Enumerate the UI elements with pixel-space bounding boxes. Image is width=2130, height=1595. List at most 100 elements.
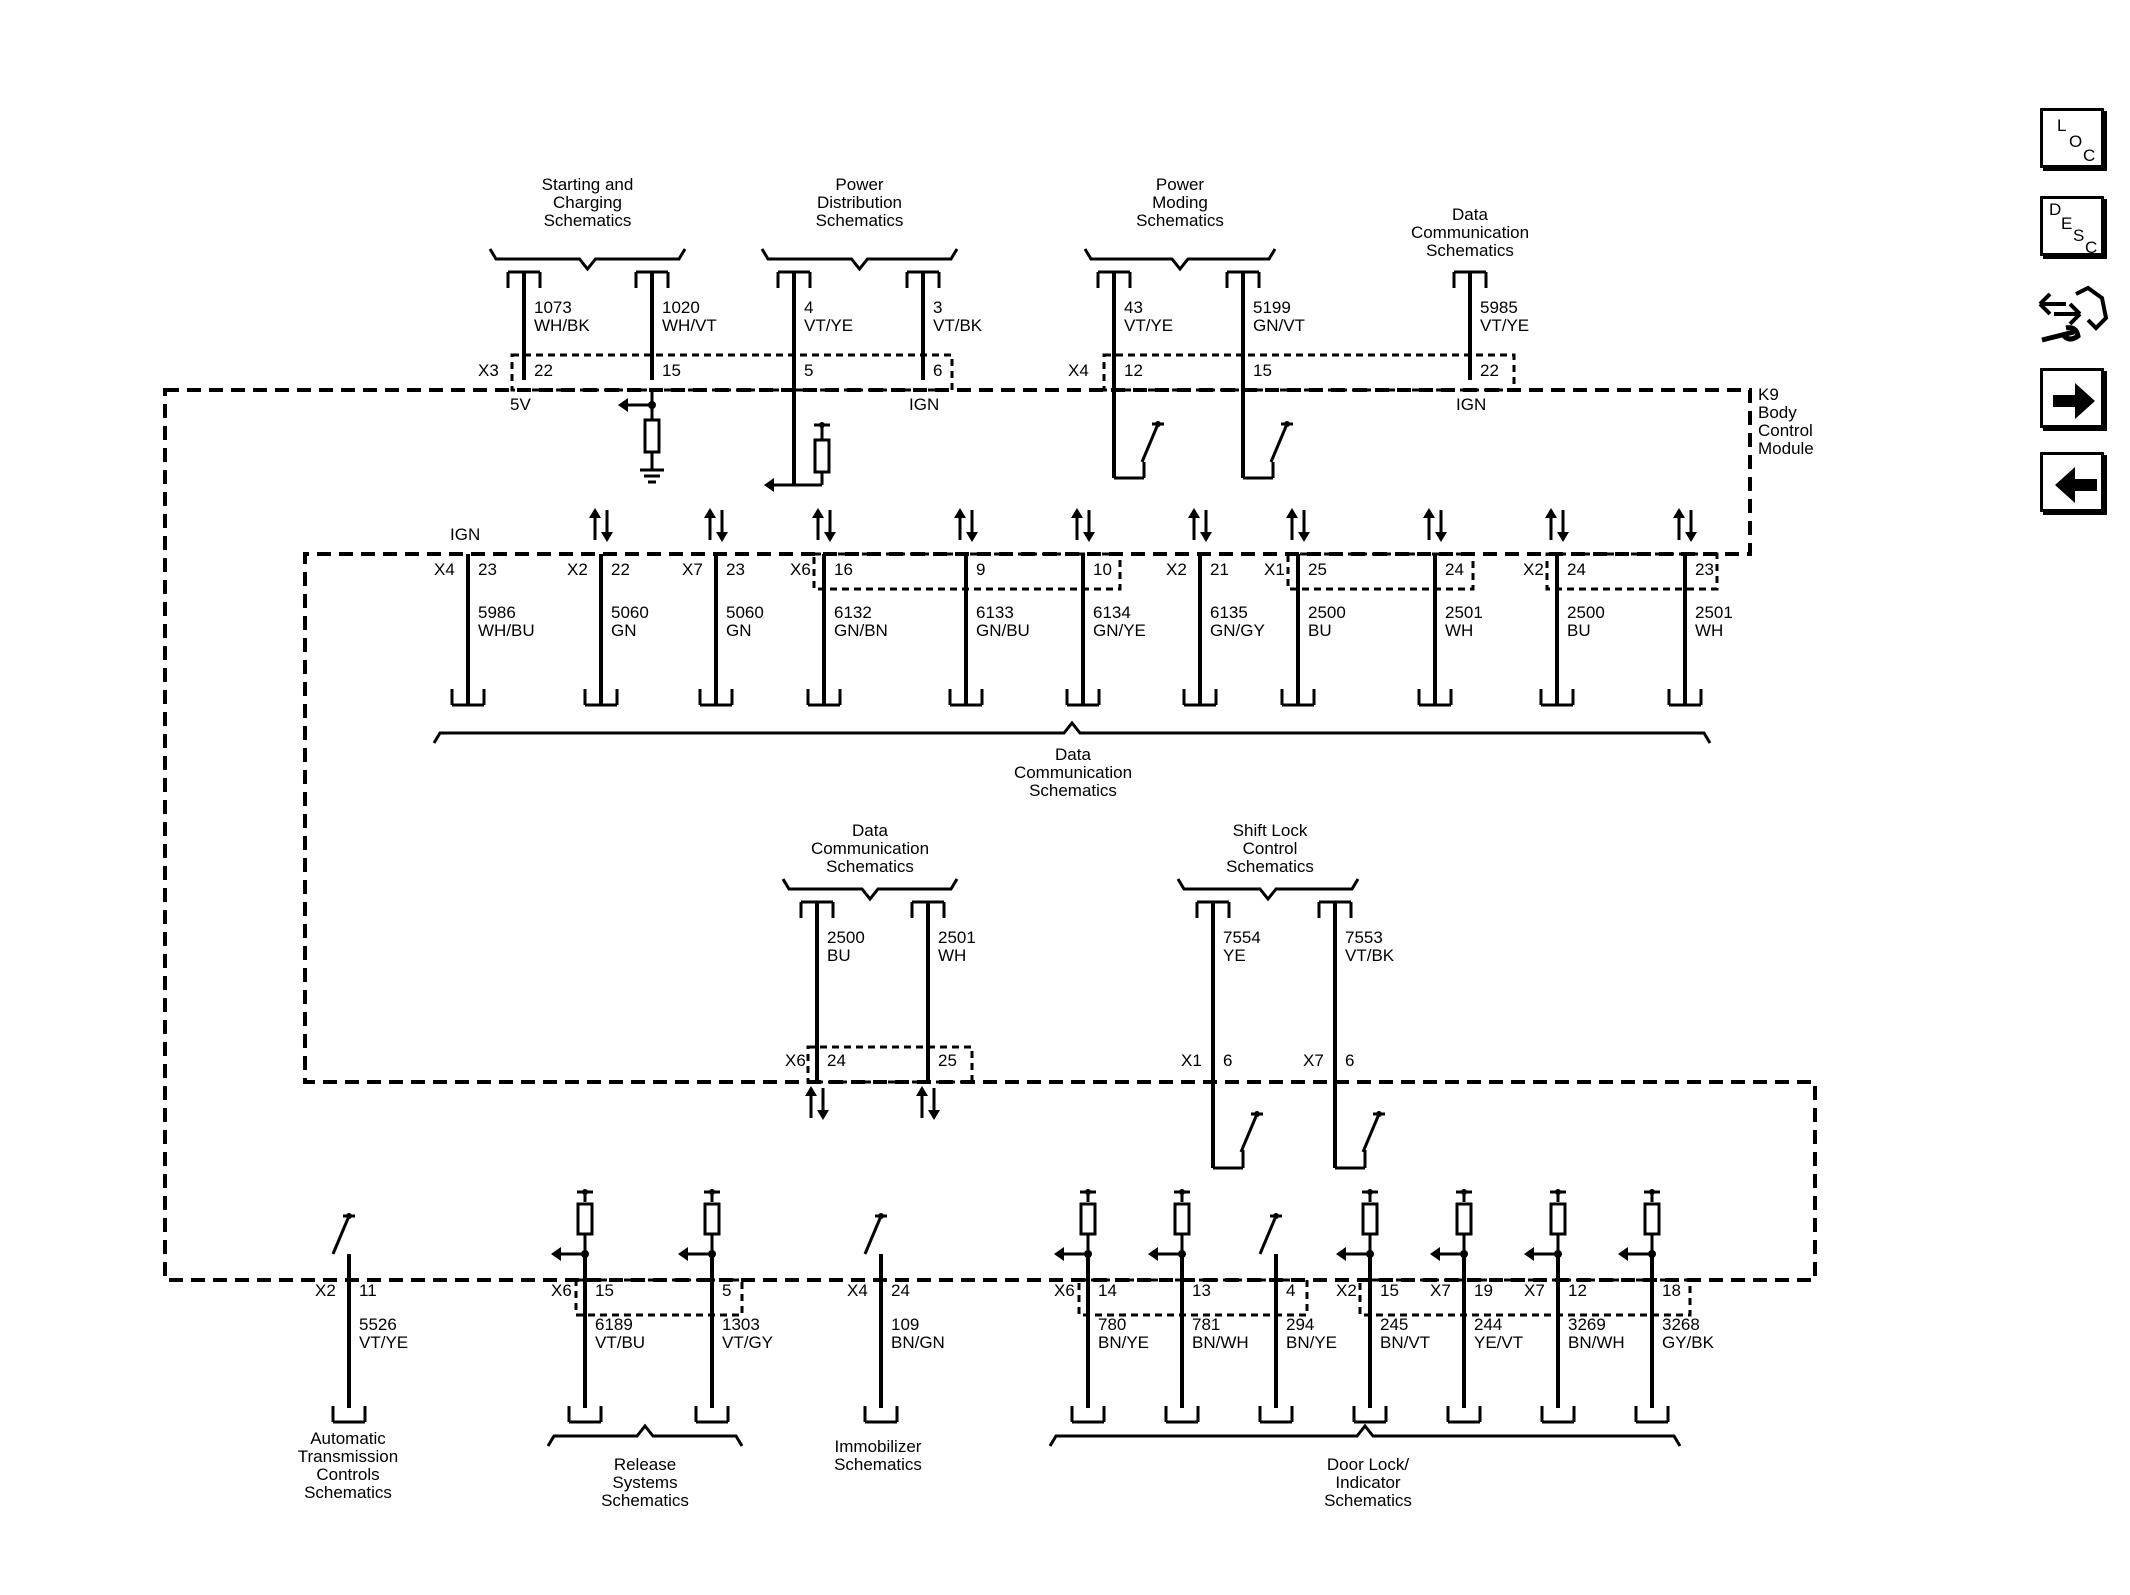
connector-id: X2: [567, 560, 588, 579]
group-title-immobilizer: Schematics: [834, 1455, 922, 1474]
group-title-autotrans: Automatic: [310, 1429, 386, 1448]
pin-number: 23: [478, 560, 497, 579]
wire-color: BN/GN: [891, 1333, 945, 1352]
group-title-datacomm_top: Schematics: [1426, 241, 1514, 260]
arrow-right-icon: [2053, 383, 2095, 419]
group-title-starting: Schematics: [544, 211, 632, 230]
data-arrow-down-head: [1435, 532, 1447, 542]
connector-cavity: [1539, 689, 1575, 707]
resistor: [1361, 1202, 1379, 1236]
back-button[interactable]: [2040, 452, 2104, 512]
connector-cavity: [1540, 1406, 1576, 1424]
data-arrow-down-head: [1298, 532, 1310, 542]
group-title-powerdist: Power: [835, 175, 884, 194]
pin-number: 10: [1093, 560, 1112, 579]
wire-color: GN/BN: [834, 621, 888, 640]
circuit-number: 780: [1098, 1315, 1126, 1334]
wire-color: GY/BK: [1662, 1333, 1715, 1352]
loc-letter-o: O: [2069, 132, 2082, 151]
data-arrow-down-head: [1083, 532, 1095, 542]
data-arrow-down-head: [966, 532, 978, 542]
desc-letter-e: E: [2061, 214, 2072, 233]
data-arrow-down-head: [824, 532, 836, 542]
wire-color: VT/YE: [1480, 316, 1529, 335]
group-title-shiftlock: Control: [1243, 839, 1298, 858]
voltage-node: [1367, 1189, 1373, 1195]
data-arrow-up-head: [954, 508, 966, 518]
pin-number: 24: [1567, 560, 1586, 579]
circuit-number: 5986: [478, 603, 516, 622]
connector-id: X6: [785, 1051, 806, 1070]
circuit-number: 2500: [1567, 603, 1605, 622]
circuit-number: 109: [891, 1315, 919, 1334]
module-label: Control: [1758, 421, 1813, 440]
signal-arrow-head: [764, 478, 774, 492]
loc-letter-l: L: [2057, 116, 2066, 135]
circuit-number: 1073: [534, 298, 572, 317]
connector-id: X6: [790, 560, 811, 579]
module-label: Module: [1758, 439, 1814, 458]
pin-number: 6: [1345, 1051, 1354, 1070]
pin-number: 23: [1695, 560, 1714, 579]
desc-letter-c: C: [2085, 238, 2097, 257]
circuit-number: 6189: [595, 1315, 633, 1334]
switch-blade: [1258, 1215, 1278, 1255]
location-button[interactable]: L O C: [2040, 108, 2104, 168]
connector-id: X3: [478, 361, 499, 380]
pin-number: 21: [1210, 560, 1229, 579]
connector-id: X2: [1336, 1281, 1357, 1300]
forward-button[interactable]: [2040, 368, 2104, 428]
connector-tools-icon[interactable]: [2036, 284, 2110, 350]
connector-id: X2: [315, 1281, 336, 1300]
group-title-starting: Charging: [553, 193, 622, 212]
signal-arrow-head: [1430, 1247, 1440, 1261]
data-arrow-up-head: [1071, 508, 1083, 518]
connector-cavity: [806, 689, 842, 707]
circuit-number: 2501: [938, 928, 976, 947]
wire-color: GN: [611, 621, 637, 640]
circuit-number: 3: [933, 298, 942, 317]
connector-id: X4: [847, 1281, 868, 1300]
group-title-powerdist: Distribution: [817, 193, 902, 212]
wire-color: GN/VT: [1253, 316, 1305, 335]
wire-color: GN/GY: [1210, 621, 1265, 640]
pin-number: 25: [1308, 560, 1327, 579]
signal-arrow-head: [1336, 1247, 1346, 1261]
wire-color: BU: [1308, 621, 1332, 640]
connector-cavity: [694, 1406, 730, 1424]
connector-boxes: [510, 353, 1719, 1317]
resistor: [1455, 1202, 1473, 1236]
group-title-release: Schematics: [601, 1491, 689, 1510]
circuit-number: 5526: [359, 1315, 397, 1334]
pin-number: 15: [1380, 1281, 1399, 1300]
description-button[interactable]: D E S C: [2040, 196, 2104, 257]
resistor: [813, 438, 831, 474]
circuit-number: 3269: [1568, 1315, 1606, 1334]
group-title-release: Systems: [612, 1473, 677, 1492]
pin-number: 5: [804, 361, 813, 380]
resistor: [643, 418, 661, 454]
arrow-left-icon: [2055, 467, 2097, 503]
wire-color: WH: [1695, 621, 1723, 640]
data-arrow-up-head: [805, 1086, 817, 1096]
pin-number: 22: [534, 361, 553, 380]
group-title-datacomm-center: Schematics: [826, 857, 914, 876]
connector-cavity: [1280, 689, 1316, 707]
circuit-number: 5199: [1253, 298, 1291, 317]
pin-number: 12: [1124, 361, 1143, 380]
connector-id: X4: [434, 560, 455, 579]
voltage-node: [1461, 1189, 1467, 1195]
wire-color: YE: [1223, 946, 1246, 965]
connector-id: X2: [1523, 560, 1544, 579]
group-title-doorlock: Door Lock/: [1327, 1455, 1409, 1474]
group-title-autotrans: Schematics: [304, 1483, 392, 1502]
group-bracket: [760, 248, 959, 272]
wire-color: GN/YE: [1093, 621, 1146, 640]
wire-color: WH/VT: [662, 316, 717, 335]
connector-cavity: [450, 689, 486, 707]
voltage-node: [1649, 1189, 1655, 1195]
circuit-number: 2501: [1695, 603, 1733, 622]
circuit-number: 244: [1474, 1315, 1502, 1334]
data-arrow-down-head: [817, 1110, 829, 1120]
connector-cavity: [567, 1406, 603, 1424]
